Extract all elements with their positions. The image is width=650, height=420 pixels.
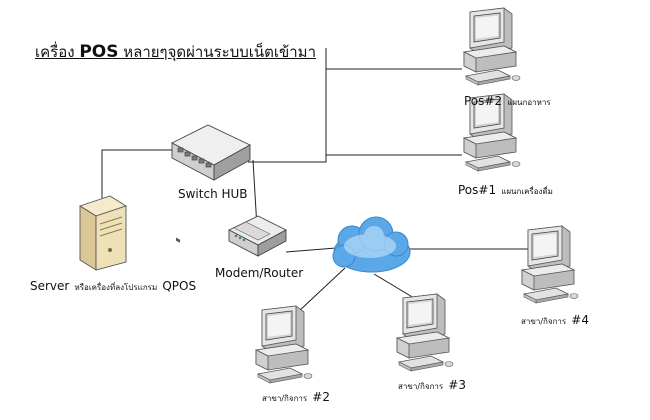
switch-hub-label: Switch HUB — [178, 187, 248, 201]
router-icon — [227, 215, 287, 257]
pos2-computer-icon — [463, 7, 521, 86]
link-branch2 — [297, 267, 346, 313]
link-server — [101, 149, 172, 198]
diagram-title: เครื่อง POS หลายๆจุดผ่านระบบเน็ตเข้ามา — [35, 42, 316, 62]
pos1-label: Pos#1 แผนกเครื่องดื่ม — [458, 183, 553, 197]
branch3-label: สาขา/กิจการ #3 — [398, 378, 466, 392]
cloud-icon — [332, 216, 411, 273]
network-switch-icon — [171, 124, 251, 243]
branch4-computer-icon — [521, 225, 579, 304]
server-label: Server หรือเครื่องที่ลงโปรแกรม QPOS — [30, 279, 197, 293]
modem-router-label: Modem/Router — [215, 266, 304, 280]
link-cloud — [285, 247, 337, 253]
branch2-computer-icon — [255, 305, 313, 384]
trunk-line — [248, 48, 327, 163]
branch3-computer-icon — [396, 293, 454, 372]
branch4-label: สาขา/กิจการ #4 — [521, 313, 589, 327]
pos2-label: Pos#2 แผนกอาหาร — [464, 94, 551, 108]
connection-lines — [101, 48, 538, 313]
server-tower-icon — [78, 195, 128, 271]
branch2-label: สาขา/กิจการ #2 — [262, 390, 330, 404]
